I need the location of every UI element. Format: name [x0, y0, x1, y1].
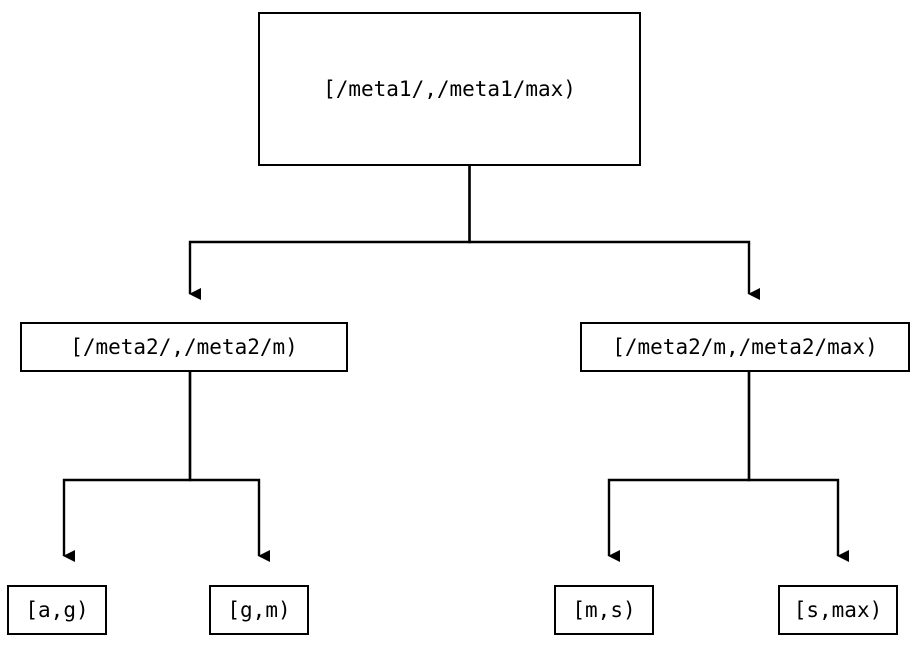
edge-mid-right-to-leaf-4 — [747, 372, 849, 562]
node-leaf-2[interactable]: [g,m) — [209, 585, 309, 635]
edge-mid-right-to-leaf-3 — [607, 372, 751, 562]
edge-root-to-mid-right — [468, 166, 760, 300]
node-root[interactable]: [/meta1/,/meta1/max) — [258, 12, 641, 166]
edge-mid-left-to-leaf-1 — [62, 372, 192, 562]
node-leaf-4[interactable]: [s,max) — [778, 585, 898, 635]
edge-mid-left-to-leaf-2 — [188, 372, 270, 562]
node-mid-left[interactable]: [/meta2/,/meta2/m) — [20, 322, 348, 372]
node-mid-right[interactable]: [/meta2/m,/meta2/max) — [580, 322, 910, 372]
node-leaf-1[interactable]: [a,g) — [7, 585, 107, 635]
node-leaf-3[interactable]: [m,s) — [554, 585, 654, 635]
edge-root-to-mid-left — [188, 166, 471, 300]
